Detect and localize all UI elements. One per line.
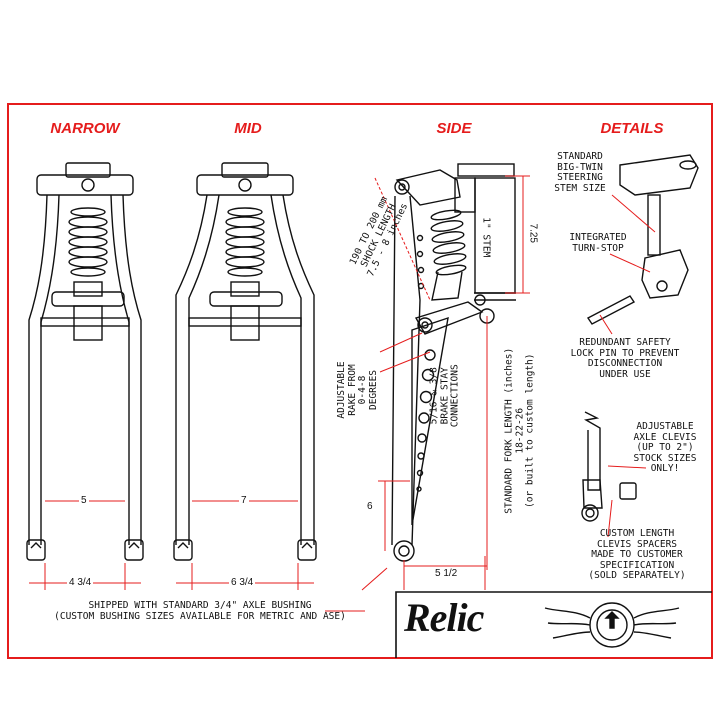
spacers-label: CUSTOM LENGTH CLEVIS SPACERS MADE TO CUS…: [588, 528, 686, 581]
side-leg: [391, 195, 421, 546]
brand-box: [395, 591, 712, 658]
detail-stem-cap: [619, 154, 699, 196]
details-leaders: [599, 194, 656, 538]
detail-turn-stop-block: [641, 249, 689, 299]
detail-lock-pin: [586, 295, 636, 325]
stem-label: 1" STEM: [480, 217, 492, 258]
axle-bushing-note: SHIPPED WITH STANDARD 3/4" AXLE BUSHING …: [54, 600, 346, 622]
steering-stem-label: STANDARD BIG-TWIN STEERING STEM SIZE: [554, 151, 606, 194]
turn-stop-label: INTEGRATED TURN-STOP: [569, 232, 627, 254]
lower-dim: 6: [365, 501, 375, 512]
side-brake-holes: [416, 234, 436, 492]
detail-clevis-eye: [581, 504, 599, 522]
frame-border: [7, 103, 713, 659]
winged-emblem-icon: [544, 602, 680, 648]
brake-stay-label: 5/16 & 3/8 BRAKE STAY CONNECTIONS: [428, 364, 461, 428]
axle-clevis-label: ADJUSTABLE AXLE CLEVIS (UP TO 2") STOCK …: [633, 421, 697, 474]
side-dimensions: [361, 175, 530, 591]
narrow-fork-drawing: [26, 162, 144, 561]
header-narrow: NARROW: [50, 120, 120, 137]
narrow-inner-width: 5: [79, 495, 89, 506]
mid-top-plate: [196, 174, 294, 196]
side-axle: [393, 540, 415, 562]
side-fork-drawing: [391, 163, 516, 562]
narrow-axle-width: 4 3/4: [67, 577, 94, 588]
mid-inner-width: 7: [239, 495, 249, 506]
mid-fork-drawing: [173, 162, 317, 561]
mid-left-leg: [175, 194, 220, 545]
mid-right-leg: [270, 194, 315, 545]
brand-logo: Relic: [404, 595, 484, 640]
narrow-shock-spring: [68, 207, 108, 277]
header-details: DETAILS: [600, 120, 664, 137]
details-drawings: [581, 154, 699, 522]
narrow-left-leg: [28, 194, 60, 545]
fork-length-label: STANDARD FORK LENGTH (inches) 18-22-26 (…: [503, 347, 536, 514]
header-side: SIDE: [436, 120, 472, 137]
side-shock-spring: [430, 209, 467, 276]
detail-clevis-leg: [583, 411, 601, 491]
trail-dim: 5 1/2: [433, 568, 460, 579]
detail-spacer: [619, 482, 637, 500]
header-mid: MID: [234, 120, 262, 137]
lock-pin-label: REDUNDANT SAFETY LOCK PIN TO PREVENT DIS…: [570, 337, 680, 380]
side-rocker: [395, 169, 461, 206]
narrow-top-plate: [36, 174, 134, 196]
stem-dim: 7.25: [527, 223, 539, 243]
narrow-right-leg: [110, 194, 142, 545]
side-lower-link: [414, 301, 484, 335]
side-slider: [411, 316, 449, 526]
side-upper-pivot: [394, 179, 410, 195]
rake-label: ADJUSTABLE RAKE FROM 0-4-8 DEGREES: [336, 361, 379, 419]
mid-shock-spring: [225, 207, 265, 277]
mid-axle-width: 6 3/4: [229, 577, 256, 588]
